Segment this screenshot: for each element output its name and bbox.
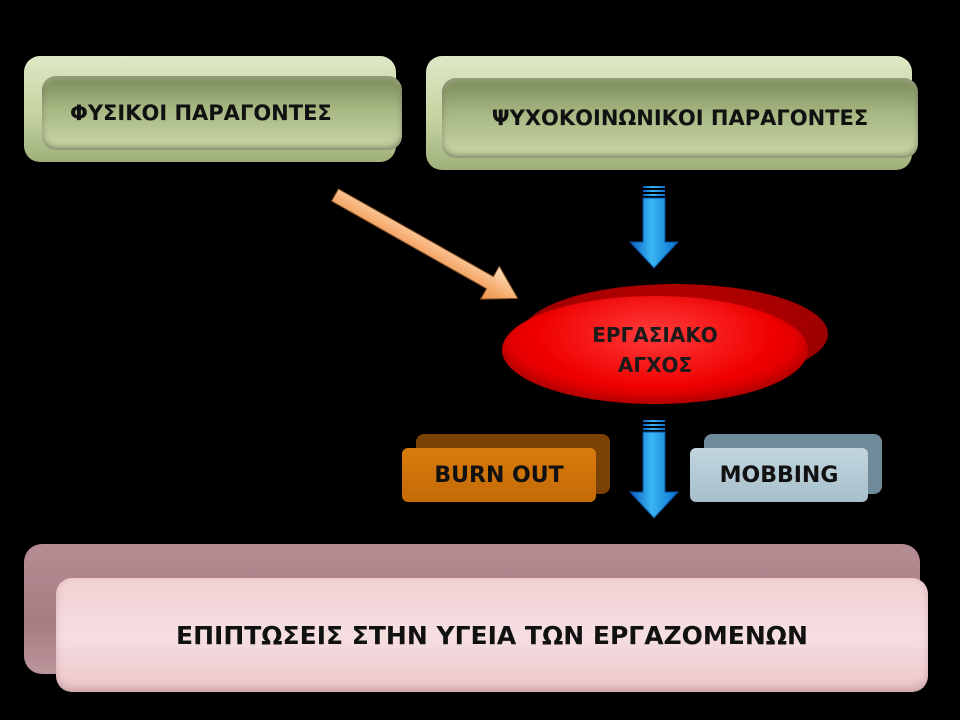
- health-effects-box: ΕΠΙΠΤΩΣΕΙΣ ΣΤΗΝ ΥΓΕΙΑ ΤΩΝ ΕΡΓΑΖΟΜΕΝΩΝ: [24, 544, 928, 692]
- burnout-box: BURN OUT: [402, 434, 610, 502]
- work-stress-label: ΕΡΓΑΣΙΑΚΟ ΑΓΧΟΣ: [502, 296, 808, 404]
- mobbing-box: MOBBING: [690, 434, 882, 502]
- arrow-psychosocial-to-stress: [628, 186, 680, 269]
- mobbing-label: MOBBING: [719, 462, 839, 488]
- psychosocial-factors-box: ΨΥΧΟΚΟΙΝΩΝΙΚΟΙ ΠΑΡΑΓΟΝΤΕΣ: [426, 56, 918, 170]
- physical-factors-box: ΦΥΣΙΚΟΙ ΠΑΡΑΓΟΝΤΕΣ: [24, 56, 402, 162]
- burnout-label: BURN OUT: [434, 462, 564, 488]
- work-stress-line1: ΕΡΓΑΣΙΑΚΟ: [592, 323, 718, 347]
- physical-factors-label: ΦΥΣΙΚΟΙ ΠΑΡΑΓΟΝΤΕΣ: [70, 101, 332, 125]
- psychosocial-factors-label: ΨΥΧΟΚΟΙΝΩΝΙΚΟΙ ΠΑΡΑΓΟΝΤΕΣ: [491, 106, 869, 130]
- work-stress-line2: ΑΓΧΟΣ: [617, 353, 693, 377]
- arrow-physical-to-stress: [330, 188, 519, 300]
- health-effects-label: ΕΠΙΠΤΩΣΕΙΣ ΣΤΗΝ ΥΓΕΙΑ ΤΩΝ ΕΡΓΑΖΟΜΕΝΩΝ: [176, 620, 808, 650]
- work-stress-node: ΕΡΓΑΣΙΑΚΟ ΑΓΧΟΣ: [500, 284, 830, 408]
- arrow-stress-to-effects: [628, 420, 680, 519]
